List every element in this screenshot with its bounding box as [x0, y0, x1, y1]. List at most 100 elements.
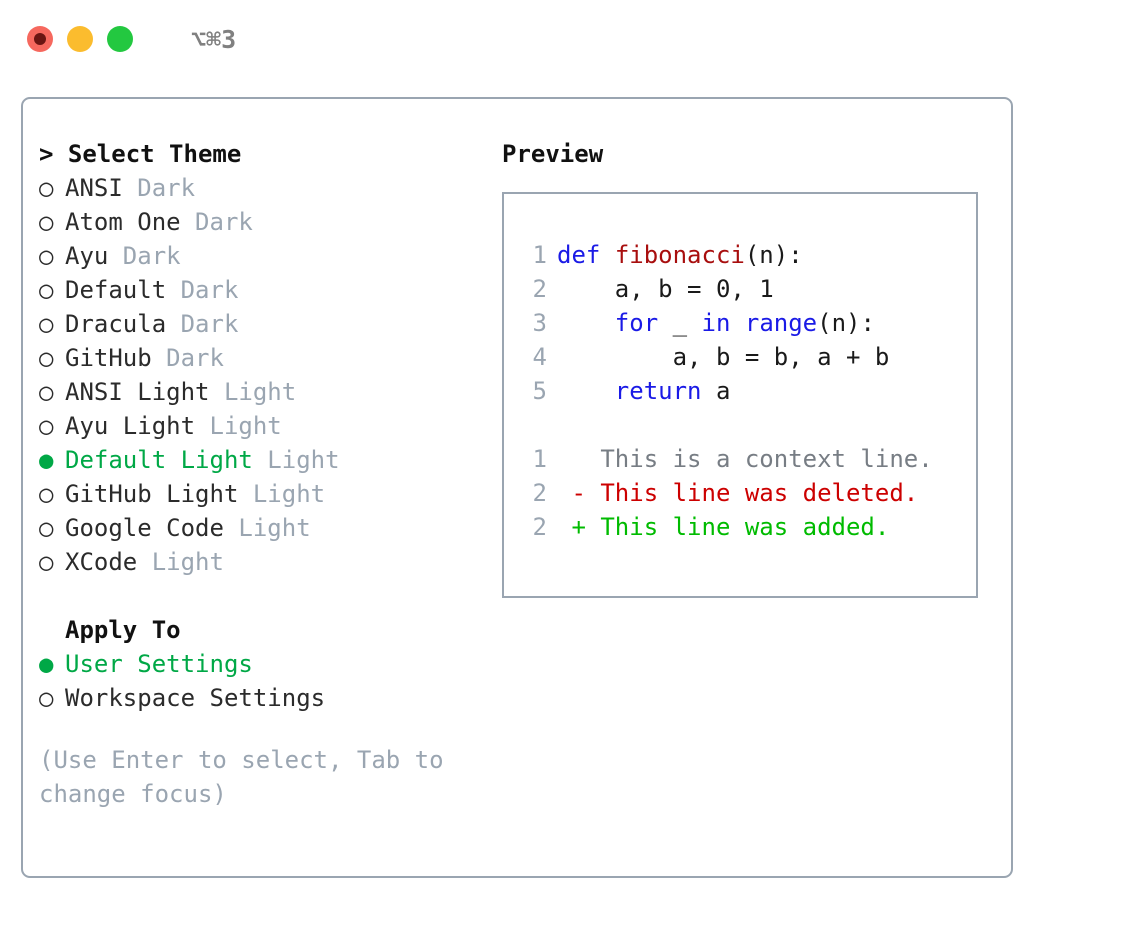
- code-line: 3 for _ in range(n):: [521, 306, 933, 340]
- radio-unselected-icon[interactable]: ○: [39, 480, 54, 508]
- theme-variant-label: Dark: [166, 310, 239, 338]
- radio-unselected-icon[interactable]: ○: [39, 310, 54, 338]
- code-token: [600, 241, 614, 269]
- theme-list-item[interactable]: ○ Default Dark: [39, 273, 479, 307]
- line-number: 5: [532, 377, 547, 405]
- theme-name-label: Google Code: [65, 514, 224, 542]
- theme-picker-panel: > Select Theme ○ANSI Dark○Atom One Dark○…: [21, 97, 1013, 878]
- theme-name-label: GitHub: [65, 344, 152, 372]
- code-token: (n):: [744, 241, 803, 269]
- theme-list-item[interactable]: ○ Atom One Dark: [39, 205, 479, 239]
- code-token: _: [658, 309, 702, 337]
- radio-unselected-icon[interactable]: ○: [39, 344, 54, 372]
- radio-unselected-icon[interactable]: ○: [39, 684, 54, 712]
- theme-name-label: Default: [65, 276, 167, 304]
- theme-name-label: Default Light: [65, 446, 253, 474]
- theme-list-item[interactable]: ○ANSI Dark: [39, 171, 479, 205]
- theme-list-item[interactable]: ○ Ayu Dark: [39, 239, 479, 273]
- diff-line: 1 This is a context line.: [521, 442, 933, 476]
- theme-list-item[interactable]: ○ GitHub Light Light: [39, 477, 479, 511]
- theme-list-item[interactable]: ○ ANSI Light Light: [39, 375, 479, 409]
- line-number: 1: [532, 445, 547, 473]
- theme-name-label: Atom One: [65, 208, 181, 236]
- line-number: 2: [532, 479, 547, 507]
- code-line: 2 a, b = 0, 1: [521, 272, 933, 306]
- radio-unselected-icon[interactable]: ○: [39, 548, 54, 576]
- code-token: in: [701, 309, 731, 337]
- code-line: 5 return a: [521, 374, 933, 408]
- apply-to-item[interactable]: ○ Workspace Settings: [39, 681, 479, 715]
- list-spacer: [39, 579, 479, 613]
- code-token: range: [744, 309, 818, 337]
- radio-unselected-icon[interactable]: ○: [39, 378, 54, 406]
- theme-variant-label: Dark: [108, 242, 181, 270]
- theme-name-label: XCode: [65, 548, 138, 576]
- theme-list[interactable]: ○ ANSI Dark ○ Atom One Dark ○ Ayu Dark ○ Defaul…: [39, 171, 479, 579]
- line-number: 2: [532, 275, 547, 303]
- line-number: 1: [532, 241, 547, 269]
- radio-selected-icon[interactable]: ●: [39, 650, 54, 678]
- line-number: 2: [532, 513, 547, 541]
- theme-variant-label: Light: [223, 514, 311, 542]
- theme-selection-column: > Select Theme ○ANSI Dark○Atom One Dark○…: [39, 137, 479, 811]
- theme-name-label: GitHub Light: [65, 480, 239, 508]
- theme-name-label: Dracula: [65, 310, 167, 338]
- theme-variant-label: Light: [252, 446, 340, 474]
- code-token: This is a context line.: [557, 445, 933, 473]
- diff-line: 2 + This line was added.: [521, 510, 933, 544]
- apply-to-list[interactable]: ● User Settings ○ Workspace Settings: [39, 647, 479, 715]
- theme-name-label: ANSI: [65, 174, 123, 202]
- radio-unselected-icon[interactable]: ○: [39, 276, 54, 304]
- apply-to-item-label: User Settings: [65, 650, 253, 678]
- theme-name-label: ANSI Light: [65, 378, 210, 406]
- code-token: - This line was deleted.: [557, 479, 919, 507]
- theme-variant-label: Dark: [180, 208, 253, 236]
- code-token: return: [614, 377, 702, 405]
- radio-unselected-icon[interactable]: ○: [39, 514, 54, 542]
- code-token: [557, 377, 615, 405]
- theme-list-item[interactable]: ○ GitHub Dark: [39, 341, 479, 375]
- code-token: def: [557, 241, 601, 269]
- theme-list-item[interactable]: ● Default Light Light: [39, 443, 479, 477]
- code-line: 4 a, b = b, a + b: [521, 340, 933, 374]
- theme-variant-label: Light: [238, 480, 326, 508]
- apply-to-item[interactable]: ● User Settings: [39, 647, 479, 681]
- theme-list-item[interactable]: ○Ayu Light Light: [39, 409, 479, 443]
- maximize-button[interactable]: [107, 26, 133, 52]
- theme-list-item[interactable]: ○ Google Code Light: [39, 511, 479, 545]
- code-token: a, b = b, a + b: [557, 343, 890, 371]
- apply-to-item-label: Workspace Settings: [65, 684, 326, 712]
- minimize-button[interactable]: [67, 26, 93, 52]
- code-blank-line: [521, 408, 933, 442]
- code-token: for: [614, 309, 659, 337]
- code-token: fibonacci: [614, 241, 745, 269]
- theme-variant-label: Light: [137, 548, 224, 576]
- radio-unselected-icon[interactable]: ○: [39, 208, 54, 236]
- theme-list-item[interactable]: ○ XCode Light: [39, 545, 479, 579]
- apply-to-heading: Apply To: [39, 613, 479, 647]
- window-titlebar: ⌥⌘3: [0, 0, 1140, 78]
- radio-unselected-icon[interactable]: ○: [39, 174, 54, 202]
- theme-variant-label: Light: [209, 378, 297, 406]
- shortcut-label: ⌥⌘3: [191, 24, 237, 54]
- code-token: [730, 309, 744, 337]
- line-number: 3: [532, 309, 547, 337]
- code-token: (n):: [817, 309, 875, 337]
- radio-selected-icon[interactable]: ●: [39, 446, 54, 474]
- radio-unselected-icon[interactable]: ○: [39, 242, 54, 270]
- theme-list-item[interactable]: ○ Dracula Dark: [39, 307, 479, 341]
- apply-to-heading-label: Apply To: [65, 616, 181, 644]
- theme-variant-label: Dark: [151, 344, 224, 372]
- radio-unselected-icon[interactable]: ○: [39, 412, 54, 440]
- theme-name-label: Ayu: [65, 242, 109, 270]
- theme-variant-label: Dark: [166, 276, 239, 304]
- keyboard-hint: (Use Enter to select, Tab to change focu…: [39, 746, 444, 808]
- code-token: + This line was added.: [557, 513, 890, 541]
- close-button[interactable]: [27, 26, 53, 52]
- preview-heading: Preview: [502, 140, 604, 168]
- apply-to-indent: [39, 613, 65, 647]
